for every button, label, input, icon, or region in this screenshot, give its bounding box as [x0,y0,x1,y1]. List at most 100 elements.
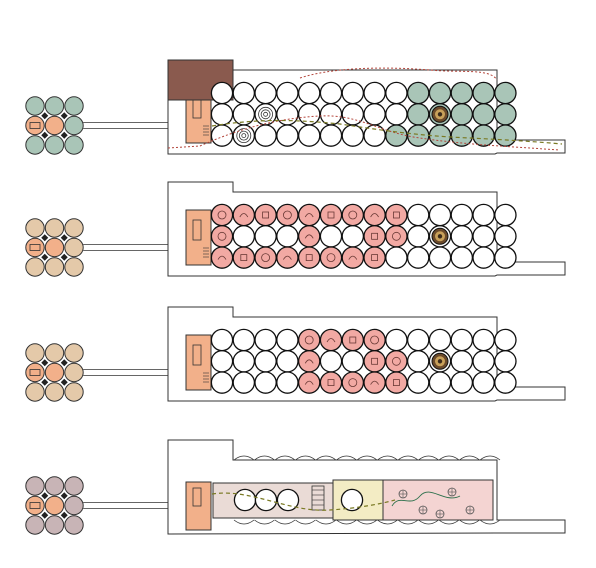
scallop-bottom [418,519,439,525]
grid-cell [406,328,430,352]
grid-cell [472,225,495,248]
mini-cell [44,257,65,277]
grid-cell [494,371,517,394]
cell-glyph [348,210,358,220]
mini-cell [64,257,84,277]
mini-cell [25,362,45,383]
mini-cell [44,237,65,258]
mini-cell [25,237,45,258]
grid-cell [363,103,386,126]
grid-cell [276,350,299,373]
grid-cell [254,371,277,394]
cell-glyph [348,255,358,260]
cell-glyph [392,379,400,387]
scallop-top [336,455,357,461]
grid-cell [232,328,256,352]
mini-cell [25,495,45,516]
cell-glyph [217,231,227,241]
building-outline [167,306,566,402]
grid-cell-highlighted [406,124,430,147]
mini-joint [60,492,68,500]
grid-cell-highlighted [363,371,386,394]
scallop-bottom [336,519,357,525]
cell-glyph [391,231,401,241]
cell-glyph [370,335,380,345]
cell-glyph [370,380,379,385]
grid-cell-highlighted [319,203,343,227]
grid-cell [254,488,278,512]
tree-feature-center [437,234,443,239]
mini-joint [60,511,68,519]
cell-glyph [392,211,400,219]
cell-glyph [305,254,313,262]
grid-cell [428,371,452,394]
grid-cell [472,371,495,394]
scallop-bottom [315,519,337,525]
grid-cell-highlighted [385,371,408,394]
grid-cell [494,350,517,373]
cell-glyph [327,211,335,219]
stair-block [185,334,212,391]
grid-cell [210,103,234,126]
scallop-bottom [254,519,275,525]
scallop-top [438,455,460,461]
grid-cell [472,203,495,227]
grid-cell-highlighted [232,246,256,269]
grid-cell [276,371,299,394]
mini-cell [44,96,65,116]
stair-glyph [192,219,202,241]
grid-cell [450,371,474,394]
grid-cell [297,103,321,126]
grid-cell-highlighted [385,124,408,147]
grid-cell [450,328,474,352]
scallop-top [295,455,316,461]
grid-cell [385,246,408,269]
panel-4 [25,439,566,535]
cell-glyph [262,211,270,219]
scallop-bottom [397,519,419,525]
ring-motif [238,130,249,141]
scallop-top [479,455,501,461]
cell-glyph [326,253,336,263]
mini-cell [64,515,84,535]
cell-glyph [304,359,314,364]
grid-cell [450,203,474,227]
grid-cell [428,246,452,269]
ring-motif [236,128,252,144]
mini-cell [44,218,65,238]
mini-cell [44,362,65,383]
cell-glyph [240,254,248,262]
grid-cell [254,225,277,248]
grid-cell [450,246,474,269]
cell-glyph [391,356,401,366]
grid-cell [319,124,343,147]
cell-glyph [371,357,379,365]
grid-cell [385,103,408,126]
grid-cell-highlighted [341,371,365,394]
grid-cell [254,124,277,147]
cell-glyph [261,253,271,263]
grid-cell-highlighted [494,124,517,147]
mini-joint [60,234,68,242]
grid-cell [232,103,256,126]
grid-cell-highlighted [319,246,343,269]
grid-cell [494,328,517,352]
grid-cell [297,124,321,147]
grid-cell-highlighted [341,328,365,352]
mini-cell [25,135,45,155]
grid-cell [276,124,299,147]
scallop-bottom [438,519,460,525]
scallop-bottom [295,519,316,525]
grid-cell-highlighted [363,225,386,248]
scallop-bottom [233,519,255,525]
grid-cell-highlighted [297,328,321,352]
grid-cell [210,124,234,147]
tree-feature-center [437,359,443,364]
cell-glyph [282,210,292,220]
mini-cell [25,257,45,277]
grid-cell-highlighted [276,246,299,269]
grid-cell [276,103,299,126]
building-outline [167,181,566,277]
mini-glyph [29,369,41,376]
grid-cell [406,350,430,373]
